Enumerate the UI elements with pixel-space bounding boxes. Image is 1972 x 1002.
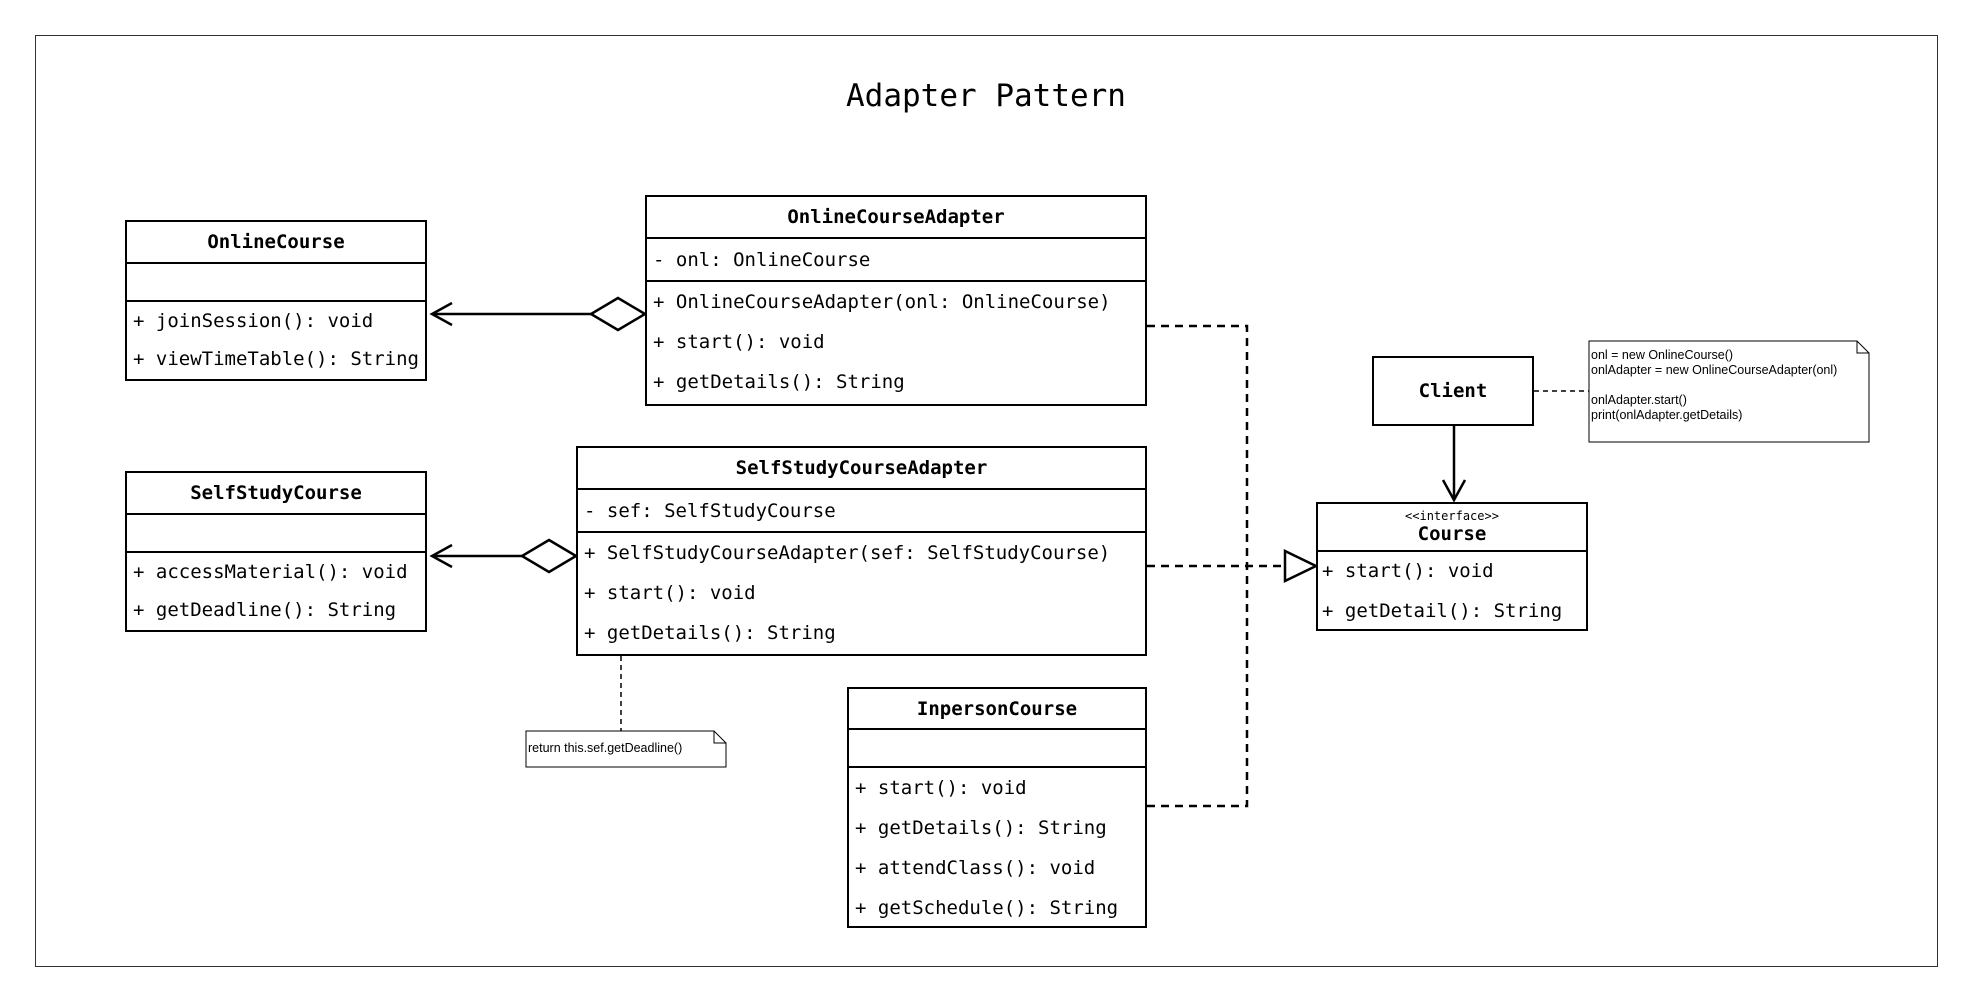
class-name: SelfStudyCourseAdapter <box>578 448 1145 490</box>
class-self-study-course-adapter[interactable]: SelfStudyCourseAdapter - sef: SelfStudyC… <box>576 446 1147 656</box>
method: + start(): void <box>653 331 825 353</box>
methods-section: + accessMaterial(): void + getDeadline()… <box>127 553 425 629</box>
class-name: OnlineCourse <box>127 222 425 264</box>
method: + viewTimeTable(): String <box>133 348 419 370</box>
class-name: Course <box>1417 523 1487 545</box>
class-name: SelfStudyCourse <box>127 473 425 515</box>
interface-course[interactable]: <<interface>> Course + start(): void + g… <box>1316 502 1588 631</box>
method: + attendClass(): void <box>855 857 1096 879</box>
aggregation-online-arrowhead <box>429 301 453 327</box>
methods-section: + OnlineCourseAdapter(onl: OnlineCourse)… <box>647 282 1145 402</box>
attributes-section <box>849 730 1145 768</box>
class-name: OnlineCourseAdapter <box>647 197 1145 239</box>
attributes-section: - onl: OnlineCourse <box>647 239 1145 282</box>
methods-section: + start(): void + getDetails(): String +… <box>849 768 1145 928</box>
class-name: Client <box>1418 380 1488 402</box>
class-online-course[interactable]: OnlineCourse + joinSession(): void + vie… <box>125 220 427 381</box>
method: + getDetails(): String <box>584 622 836 644</box>
methods-section: + joinSession(): void + viewTimeTable():… <box>127 302 425 378</box>
aggregation-selfstudy-arrowhead <box>429 543 453 569</box>
aggregation-selfstudy-diamond <box>519 538 579 574</box>
class-online-course-adapter[interactable]: OnlineCourseAdapter - onl: OnlineCourse … <box>645 195 1147 406</box>
class-client[interactable]: Client <box>1372 356 1534 426</box>
method: + getDetails(): String <box>653 371 905 393</box>
attributes-section <box>127 515 425 553</box>
method: + getDetail(): String <box>1322 600 1563 622</box>
attributes-section <box>127 264 425 302</box>
diagram-frame <box>35 35 1938 967</box>
method: + getDetails(): String <box>855 817 1107 839</box>
method: + joinSession(): void <box>133 310 374 332</box>
self-study-note: return this.sef.getDeadline() <box>528 741 682 756</box>
note-line: onlAdapter.start() <box>1591 393 1687 407</box>
stereotype-label: <<interface>> <box>1405 509 1499 523</box>
class-inperson-course[interactable]: InpersonCourse + start(): void + getDeta… <box>847 687 1147 928</box>
client-note-shape <box>1588 340 1870 443</box>
note-line: print(onlAdapter.getDetails) <box>1591 408 1743 422</box>
method: + accessMaterial(): void <box>133 561 408 583</box>
method: + getSchedule(): String <box>855 897 1119 919</box>
methods-section: + start(): void + getDetail(): String <box>1318 552 1586 632</box>
method: + OnlineCourseAdapter(onl: OnlineCourse) <box>653 291 1111 313</box>
attribute: - onl: OnlineCourse <box>653 248 871 271</box>
note-line: onlAdapter = new OnlineCourseAdapter(onl… <box>1591 363 1838 377</box>
realization-inperson-line <box>1147 566 1249 808</box>
method: + SelfStudyCourseAdapter(sef: SelfStudyC… <box>584 542 1111 564</box>
realization-online-line <box>1147 324 1249 566</box>
note-line <box>1591 378 1837 393</box>
attribute: - sef: SelfStudyCourse <box>584 499 836 522</box>
method: + start(): void <box>855 777 1027 799</box>
diagram-title: Adapter Pattern <box>846 78 1126 114</box>
association-client-arrowhead <box>1441 479 1467 503</box>
attributes-section: - sef: SelfStudyCourse <box>578 490 1145 533</box>
note-line: onl = new OnlineCourse() <box>1591 348 1734 362</box>
note-line: return this.sef.getDeadline() <box>528 741 683 755</box>
method: + start(): void <box>1322 560 1494 582</box>
interface-header: <<interface>> Course <box>1318 504 1586 552</box>
realization-triangle <box>1283 549 1319 583</box>
method: + getDeadline(): String <box>133 599 397 621</box>
class-name: InpersonCourse <box>849 689 1145 730</box>
selfstudy-note-shape <box>525 730 727 768</box>
method: + start(): void <box>584 582 756 604</box>
aggregation-online-diamond <box>588 296 648 332</box>
class-self-study-course[interactable]: SelfStudyCourse + accessMaterial(): void… <box>125 471 427 632</box>
client-note: onl = new OnlineCourse() onlAdapter = ne… <box>1591 348 1837 423</box>
methods-section: + SelfStudyCourseAdapter(sef: SelfStudyC… <box>578 533 1145 653</box>
